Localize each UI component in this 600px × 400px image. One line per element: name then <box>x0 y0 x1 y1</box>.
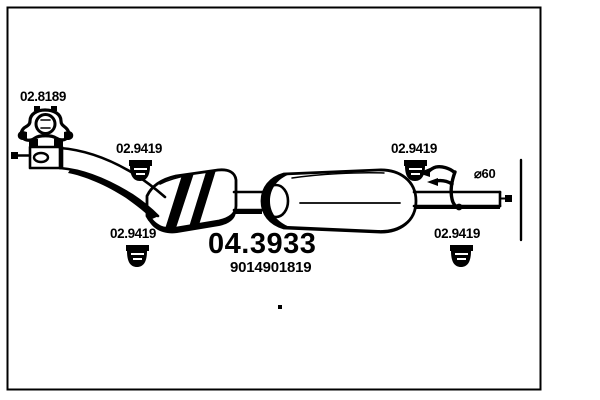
label-mount-bottom-right: 02.9419 <box>434 226 480 241</box>
hanger-hook <box>418 165 463 211</box>
label-tailpipe-diameter: ⌀60 <box>474 166 495 181</box>
label-mount-top-right: 02.9419 <box>391 141 437 156</box>
label-mount-bottom-left: 02.9419 <box>110 226 156 241</box>
label-mount-top-left: 02.9419 <box>116 141 162 156</box>
flange-gasket-icon <box>17 106 74 146</box>
artifact-dot <box>278 305 282 309</box>
mid-pipe <box>232 190 264 214</box>
rubber-mount-top-left <box>129 160 152 181</box>
silencer-body <box>260 168 418 234</box>
rubber-mount-bottom-left <box>126 245 149 267</box>
label-oe-number: 9014901819 <box>230 259 311 276</box>
resonator <box>145 168 238 234</box>
page-title: 04.3933 <box>208 228 316 260</box>
label-flange-gasket: 02.8189 <box>20 89 66 104</box>
rubber-mount-bottom-right <box>450 245 473 267</box>
diagram-frame <box>6 6 542 391</box>
rubber-mount-top-right <box>404 160 427 181</box>
